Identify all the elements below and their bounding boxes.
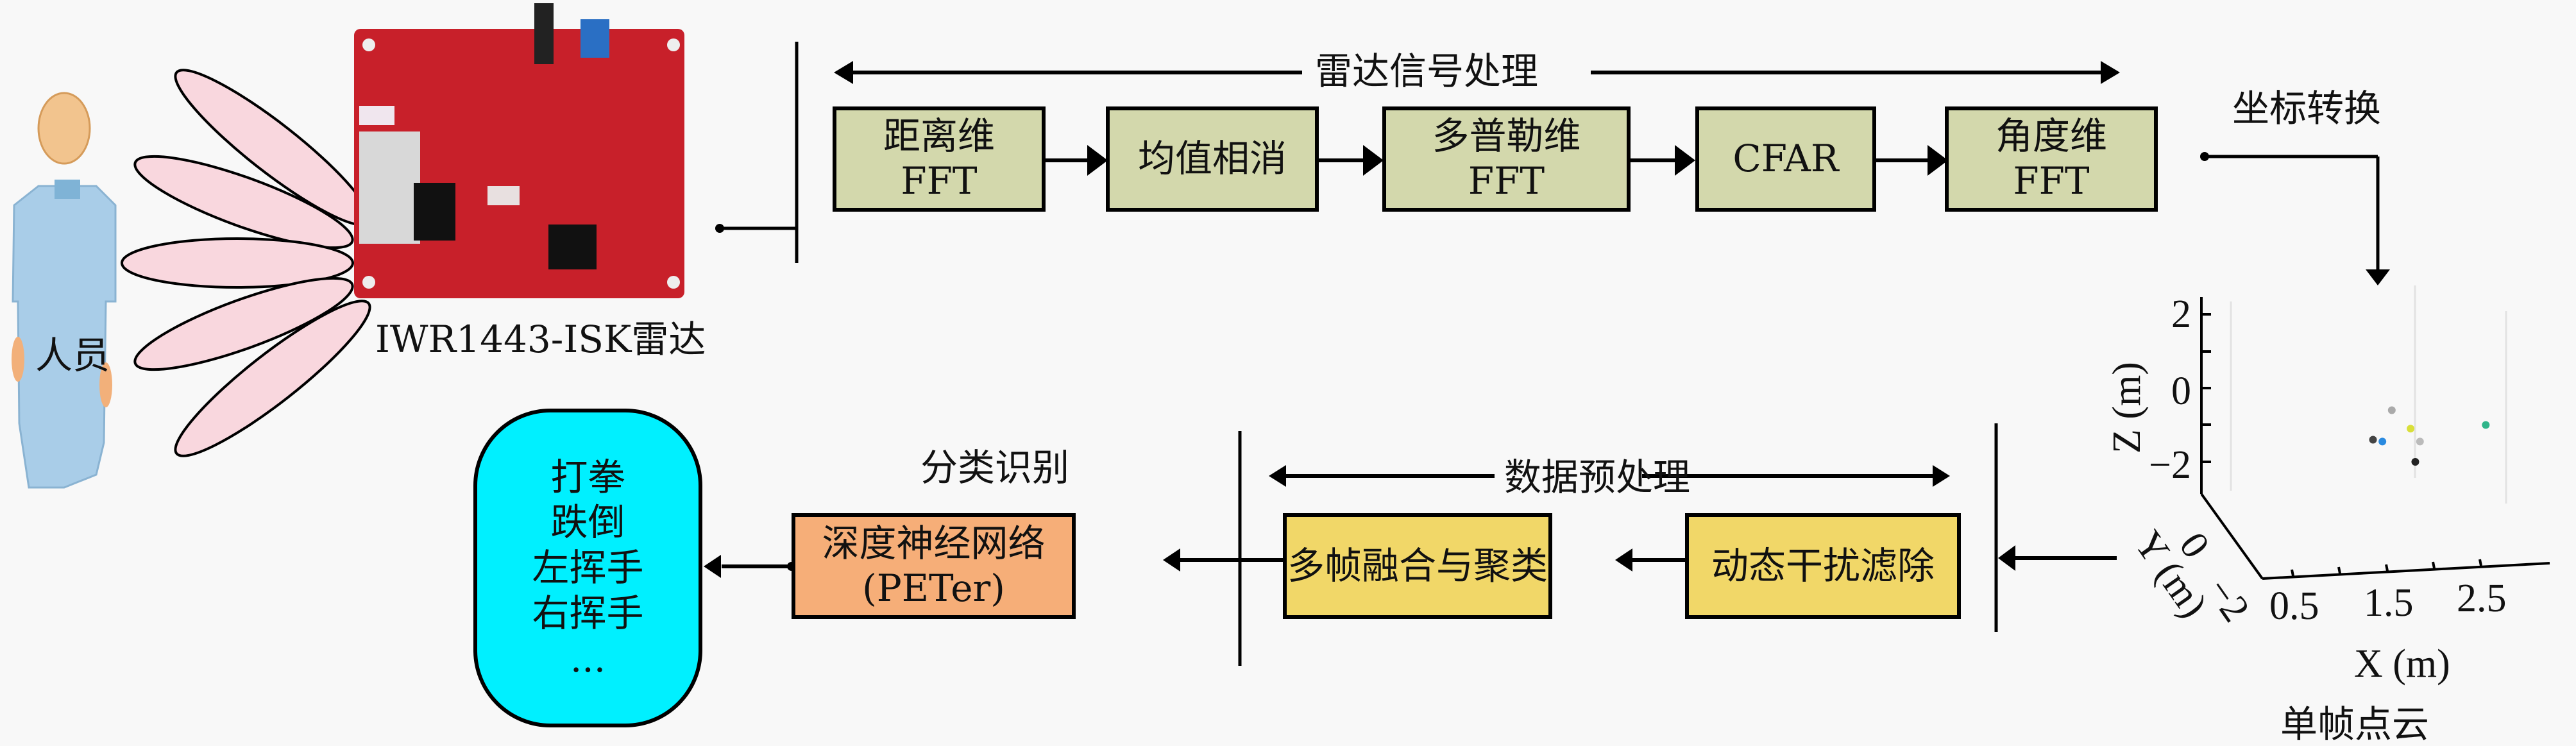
step-mean-cancel: 均值相消	[1106, 106, 1319, 212]
activity-class: 左挥手	[532, 546, 644, 590]
x-tick: 2.5	[2457, 577, 2507, 620]
x-axis-label: X (m)	[2354, 642, 2450, 686]
step-angle-fft: 角度维 FFT	[1945, 106, 2158, 212]
step-doppler-fft: 多普勒维 FFT	[1382, 106, 1631, 212]
radar-label: IWR1443-ISK雷达	[375, 318, 706, 361]
step-multiframe-fusion-clustering: 多帧融合与聚类	[1283, 513, 1552, 619]
point-cloud-point	[2411, 458, 2419, 466]
point-cloud-point	[2387, 406, 2396, 414]
z-tick: 2	[2171, 292, 2191, 336]
radar-board-icon	[354, 3, 684, 298]
classification-title: 分类识别	[920, 446, 1070, 489]
z-tick: 0	[2171, 369, 2191, 413]
person-figure-icon	[12, 92, 117, 489]
activity-class: ...	[570, 636, 606, 681]
z-axis-label: Z (m)	[2105, 362, 2149, 454]
dnn-peter-model: 深度神经网络 (PETer)	[792, 513, 1076, 619]
z-tick: −2	[2149, 443, 2191, 487]
activity-class: 右挥手	[532, 591, 644, 635]
point-cloud-point	[2482, 421, 2490, 429]
point-cloud-plot	[2200, 297, 2550, 580]
point-cloud-point	[2407, 425, 2415, 433]
coordinate-transform-label: 坐标转换	[2232, 87, 2382, 130]
activity-class: 打拳	[550, 455, 625, 499]
point-cloud-point	[2416, 437, 2424, 446]
step-dynamic-interference-removal: 动态干扰滤除	[1685, 513, 1961, 619]
step-range-fft: 距离维 FFT	[833, 106, 1046, 212]
x-tick: 1.5	[2364, 581, 2414, 625]
step-cfar: CFAR	[1695, 106, 1876, 212]
point-cloud-points	[2369, 406, 2490, 466]
x-tick: 0.5	[2269, 584, 2319, 628]
point-cloud-point	[2378, 437, 2387, 446]
point-cloud-point	[2369, 436, 2377, 444]
signal-processing-title: 雷达信号处理	[1309, 53, 1545, 90]
activity-class: 跌倒	[550, 500, 625, 545]
point-cloud-caption: 单帧点云	[2280, 702, 2430, 746]
activity-classes: 打拳 跌倒 左挥手 右挥手 ...	[473, 409, 702, 727]
person-label: 人员	[35, 334, 110, 377]
radar-beam-lobes-icon	[121, 69, 371, 457]
preprocessing-title: 数据预处理	[1504, 455, 1691, 499]
